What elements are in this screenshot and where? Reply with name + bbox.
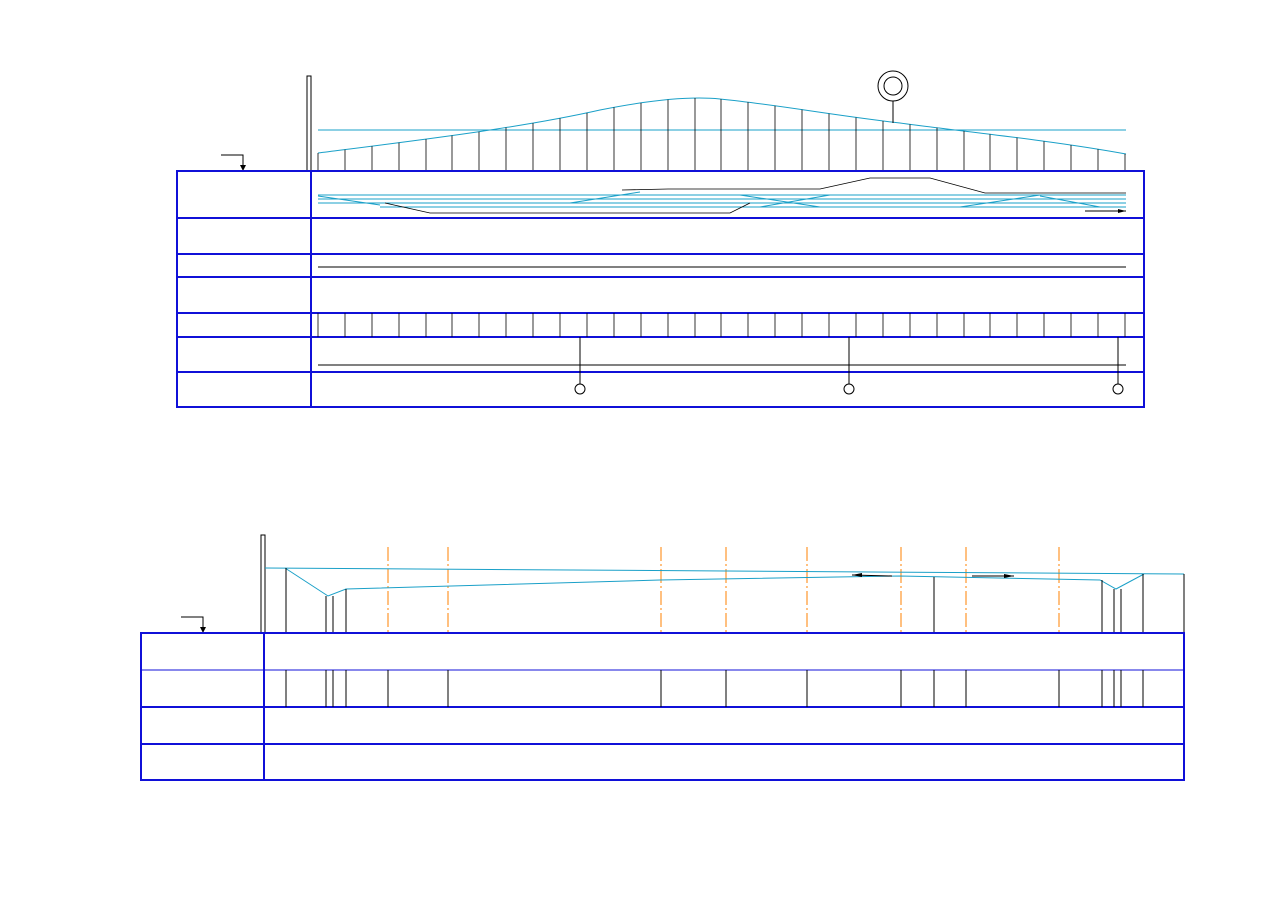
manhole-icon <box>877 70 909 123</box>
upper-table-rows <box>177 217 1144 373</box>
ground-profile-curve <box>317 97 1127 155</box>
pier-lines <box>285 568 1185 633</box>
design-line <box>264 567 1185 575</box>
lower-profile <box>140 534 1185 781</box>
datum-arrow-icon <box>181 616 206 633</box>
elevation-scale-post <box>306 75 312 172</box>
marker-circle-icon <box>843 383 855 395</box>
span-dividers <box>285 670 1144 707</box>
slope-arrow-icon <box>851 573 893 577</box>
upper-profile <box>176 70 1145 408</box>
upper-table-frame <box>176 170 1145 408</box>
slope-arrow-icon <box>972 574 1014 578</box>
axis-lines <box>387 547 1060 633</box>
marker-group <box>574 337 1124 395</box>
datum-arrow-icon <box>221 154 246 171</box>
station-ticks <box>317 313 1126 337</box>
plan-view-lines <box>317 177 1126 214</box>
profile-hatching <box>317 98 1126 171</box>
bridge-profile <box>284 567 1145 597</box>
marker-circle-icon <box>1112 383 1124 395</box>
lower-table-rows <box>141 669 1184 745</box>
elevation-scale-post <box>260 534 266 634</box>
marker-circle-icon <box>574 383 586 395</box>
